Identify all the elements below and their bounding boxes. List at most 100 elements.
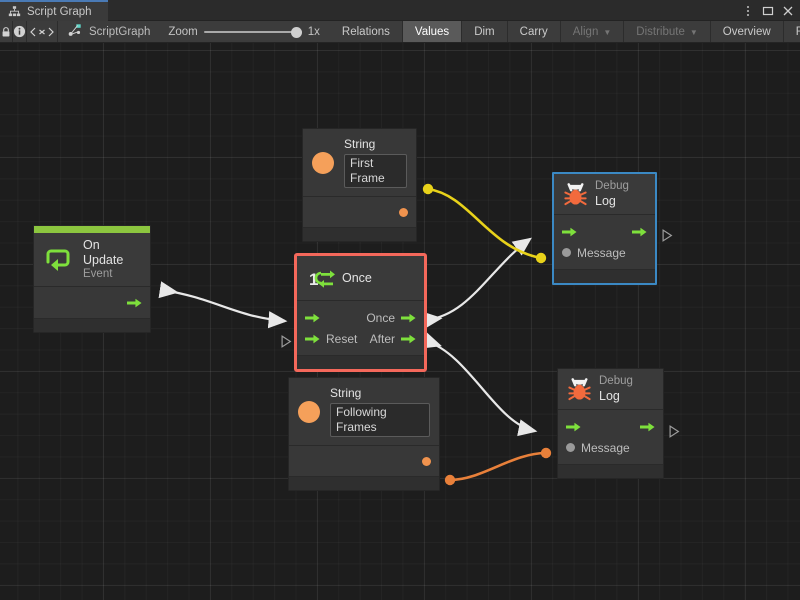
node-body: Message [558,410,663,465]
flow-arrow-icon [127,298,142,307]
node-once[interactable]: 1 Once [294,253,427,372]
string-value-field[interactable]: First Frame [344,154,407,188]
toolbar-button-carry[interactable]: Carry [508,21,561,42]
node-title: String [344,137,376,151]
value-port-icon [562,248,571,258]
flow-arrow-icon [305,334,320,343]
node-string-following-frames[interactable]: String Following Frames [288,377,440,491]
node-header-text: String Following Frames [330,386,430,437]
port-label: After [369,331,395,346]
port-reset-in[interactable]: Reset [305,332,357,346]
port-once-out[interactable]: Once [366,311,416,325]
node-debug-log-top[interactable]: Debug Log [552,172,657,286]
toolbar-button-values[interactable]: Values [402,21,463,42]
flow-arrow-icon [640,422,655,432]
graph-toolbar: ScriptGraph Zoom 1x Relations Values Dim… [0,21,800,43]
node-debug-log-bottom[interactable]: Debug Log [557,368,664,480]
bug-icon [566,376,592,402]
port-enter-in[interactable] [562,226,577,238]
flow-arrow-icon [632,227,647,237]
node-title: On Update [83,238,124,267]
node-title: Log [595,193,616,208]
close-icon[interactable] [778,0,798,21]
once-repeat-icon: 1 [307,265,335,291]
maximize-icon[interactable] [758,0,778,21]
chevron-down-icon: ▼ [603,28,612,37]
node-footer [289,476,439,490]
zoom-slider-knob[interactable] [290,26,302,38]
toolbar-button-align-label: Align [572,25,599,38]
flow-arrow-icon [566,422,581,432]
node-footer [297,355,424,369]
port-row [554,221,655,242]
port-value-out[interactable] [399,207,408,217]
node-on-update[interactable]: On Update Event [33,225,151,334]
flow-arrow-icon [401,334,416,343]
node-footer [34,318,150,333]
toolbar-button-full-screen[interactable]: Full Screen [795,25,800,38]
connection-wires [158,183,552,486]
port-message-in[interactable]: Message [562,246,626,260]
graph-breadcrumb-label: ScriptGraph [89,25,151,38]
node-footer [558,464,663,479]
port-exit-out[interactable] [632,226,647,238]
port-enter-in[interactable] [305,312,326,324]
toolbar-button-distribute[interactable]: Distribute ▼ [624,21,711,42]
string-value-field[interactable]: Following Frames [330,403,430,437]
port-row: Once [297,307,424,328]
node-body [34,287,150,319]
toolbar-button-overview[interactable]: Overview [711,21,784,42]
wire-once-to-debug-top [422,237,532,329]
node-footer [554,269,655,284]
port-row: Message [554,242,655,263]
node-body: Message [554,215,655,270]
unconnected-port-exit-top-icon[interactable] [662,229,673,247]
port-trigger-out[interactable] [127,297,142,309]
node-string-first-frame[interactable]: String First Frame [302,128,417,242]
toolbar-button-dim[interactable]: Dim [462,21,508,42]
wire-once-after-to-debug-bottom [421,332,538,437]
node-header-text: Debug Log [599,375,633,403]
toolbar-button-align[interactable]: Align ▼ [561,21,625,42]
port-row [558,416,663,437]
zoom-label: Zoom [168,25,198,38]
port-exit-out[interactable] [640,421,655,433]
zoom-slider[interactable] [203,25,302,39]
port-message-in[interactable]: Message [566,441,630,455]
tab-label: Script Graph [27,5,92,18]
script-graph-icon [8,5,21,18]
info-icon[interactable] [13,21,27,42]
graph-breadcrumb[interactable]: ScriptGraph [58,21,158,42]
node-subtitle: Debug [595,180,629,192]
flow-arrow-icon [401,313,416,322]
node-title: String [330,386,362,400]
tab-script-graph[interactable]: Script Graph [0,0,108,21]
port-label: Message [577,245,626,260]
node-header: String First Frame [303,129,416,196]
lock-icon[interactable] [0,21,13,42]
node-header-text: On Update Event [83,238,142,281]
node-subtitle: Debug [599,375,633,387]
angle-brackets-icon[interactable] [27,21,58,42]
unconnected-port-reset-icon[interactable] [281,335,292,353]
node-header-text: Debug Log [595,180,629,208]
port-value-out[interactable] [422,456,431,466]
bug-icon [562,181,588,207]
graph-canvas[interactable]: On Update Event [0,43,800,600]
node-footer [303,227,416,241]
unconnected-port-exit-bottom-icon[interactable] [669,425,680,443]
node-body: Once Reset After [297,301,424,355]
node-header-text: String First Frame [344,137,407,188]
port-label: Once [366,310,395,325]
flow-arrow-icon [562,227,577,237]
zoom-slider-track [203,30,302,33]
kebab-menu-icon[interactable] [738,0,758,21]
node-title: Log [599,388,620,403]
toolbar-button-relations[interactable]: Relations [330,21,403,42]
port-after-out[interactable]: After [370,332,416,346]
port-enter-in[interactable] [566,421,581,433]
node-body [289,445,439,476]
event-loop-icon [42,244,74,276]
port-row: Reset After [297,328,424,349]
